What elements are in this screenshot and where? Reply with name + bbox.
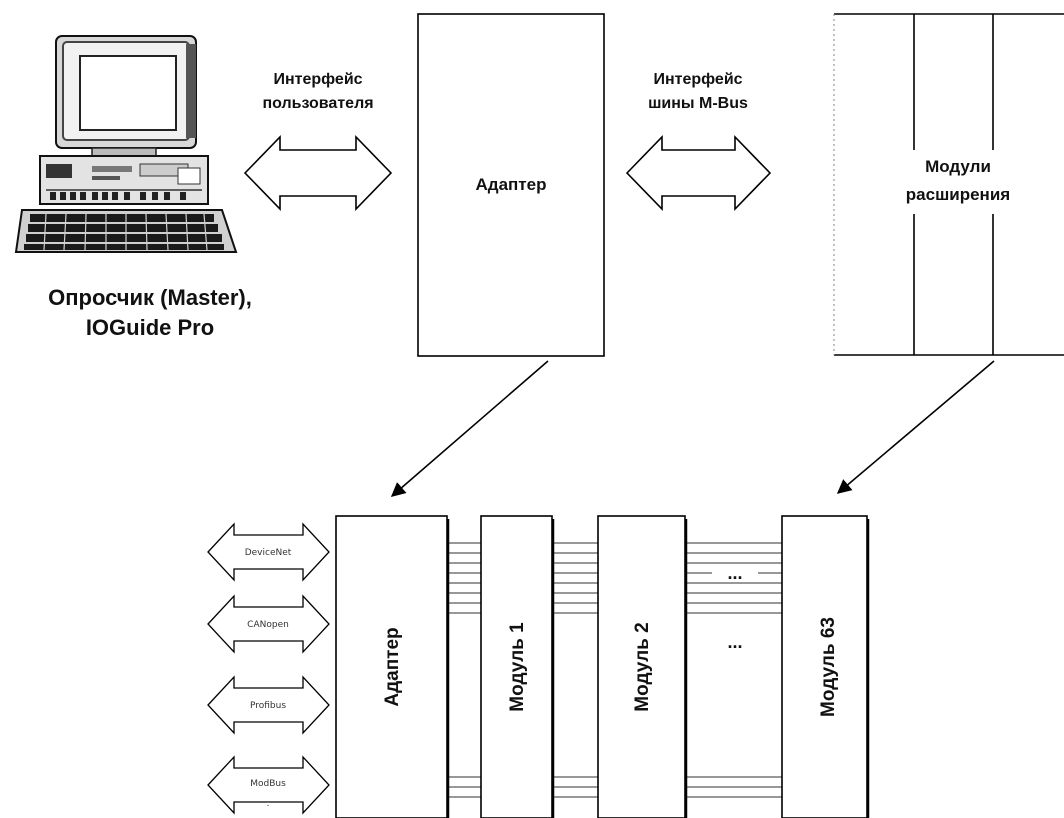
- module-2-box: [597, 515, 686, 818]
- expansion-modules-box: [833, 13, 1064, 356]
- expansion-modules-label-line2: расширения: [906, 185, 1010, 204]
- protocol-label-modbus: ModBus: [250, 779, 286, 789]
- adapter-label-bottom: Адаптер: [382, 627, 403, 706]
- ellipsis-middle: ...: [727, 632, 742, 652]
- adapter-box-bottom: [335, 515, 448, 818]
- protocol-label-profibus: Profibus: [250, 701, 286, 711]
- module-63-box: [781, 515, 868, 818]
- adapter-label-top: Адаптер: [476, 175, 547, 194]
- module-1-box: [480, 515, 553, 818]
- bus-interface-label-line1: Интерфейс: [653, 71, 742, 88]
- master-label-line1: Опросчик (Master),: [48, 285, 252, 310]
- protocol-arrow-devicenet: [207, 522, 330, 582]
- master-label-line2: IOGuide Pro: [86, 315, 214, 340]
- modules-zoom-arrow: [836, 360, 995, 494]
- user-interface-label-line1: Интерфейс: [273, 71, 362, 88]
- module-1-label: Модуль 1: [507, 622, 528, 712]
- protocol-arrow-modbus: [207, 755, 330, 815]
- bus-interface-double-arrow: [625, 135, 772, 211]
- protocol-more-dots: :: [266, 799, 269, 809]
- user-interface-double-arrow: [243, 135, 393, 211]
- protocol-label-canopen: CANopen: [247, 620, 289, 630]
- user-interface-label-line2: пользователя: [262, 95, 373, 112]
- expansion-modules-label-line1: Модули: [925, 157, 991, 176]
- computer-icon: [14, 35, 238, 253]
- protocol-label-devicenet: DeviceNet: [245, 548, 292, 558]
- ellipsis-upper: ...: [727, 563, 742, 583]
- module-63-label: Модуль 63: [818, 617, 839, 717]
- adapter-box-top: [417, 13, 605, 357]
- module-2-label: Модуль 2: [632, 622, 653, 711]
- bus-interface-label-line2: шины M-Bus: [648, 95, 748, 112]
- protocol-arrow-profibus: [207, 675, 330, 735]
- adapter-zoom-arrow: [390, 360, 549, 497]
- protocol-arrow-canopen: [207, 594, 330, 654]
